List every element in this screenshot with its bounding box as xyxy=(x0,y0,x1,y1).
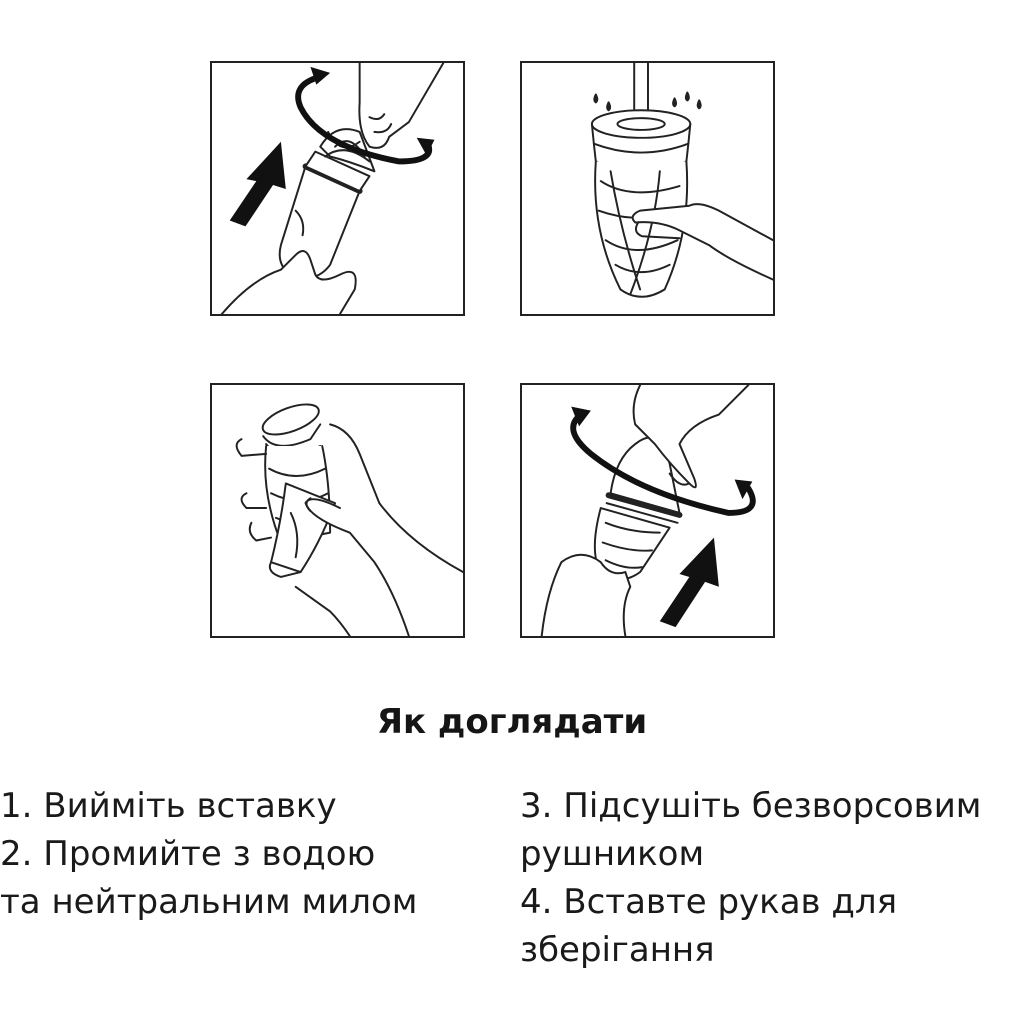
step-line: 3. Підсушіть безворсовим xyxy=(520,786,982,826)
hand-bottom xyxy=(540,553,632,636)
sleeve-body xyxy=(278,128,376,279)
hand-top xyxy=(358,63,445,149)
instructions-left-column: 1. Вийміть вставку 2. Промийте з водою т… xyxy=(0,782,417,926)
step-line: рушником xyxy=(520,834,705,874)
illustration-reinsert-sleeve xyxy=(520,383,775,638)
hand-left xyxy=(235,438,273,542)
step-line: 1. Вийміть вставку xyxy=(0,786,337,826)
step-line: 2. Промийте з водою xyxy=(0,834,376,874)
up-arrow-icon xyxy=(229,141,286,227)
page-title: Як доглядати xyxy=(376,702,648,742)
up-arrow-icon xyxy=(659,537,719,628)
instructions-right-column: 3. Підсушіть безворсовим рушником 4. Вст… xyxy=(520,782,981,974)
rotate-arrow-icon xyxy=(570,411,756,516)
hand-right xyxy=(294,423,463,636)
illustration-dry-with-towel xyxy=(210,383,465,638)
hand-right xyxy=(631,203,773,281)
hand-bottom xyxy=(220,250,357,314)
illustration-remove-insert xyxy=(210,61,465,316)
step-line: 4. Вставте рукав для xyxy=(520,882,898,922)
illustration-rinse-with-water xyxy=(520,61,775,316)
rotate-arrow-icon xyxy=(295,73,433,165)
step-line: зберігання xyxy=(520,930,715,970)
step-line: та нейтральним милом xyxy=(0,882,418,922)
